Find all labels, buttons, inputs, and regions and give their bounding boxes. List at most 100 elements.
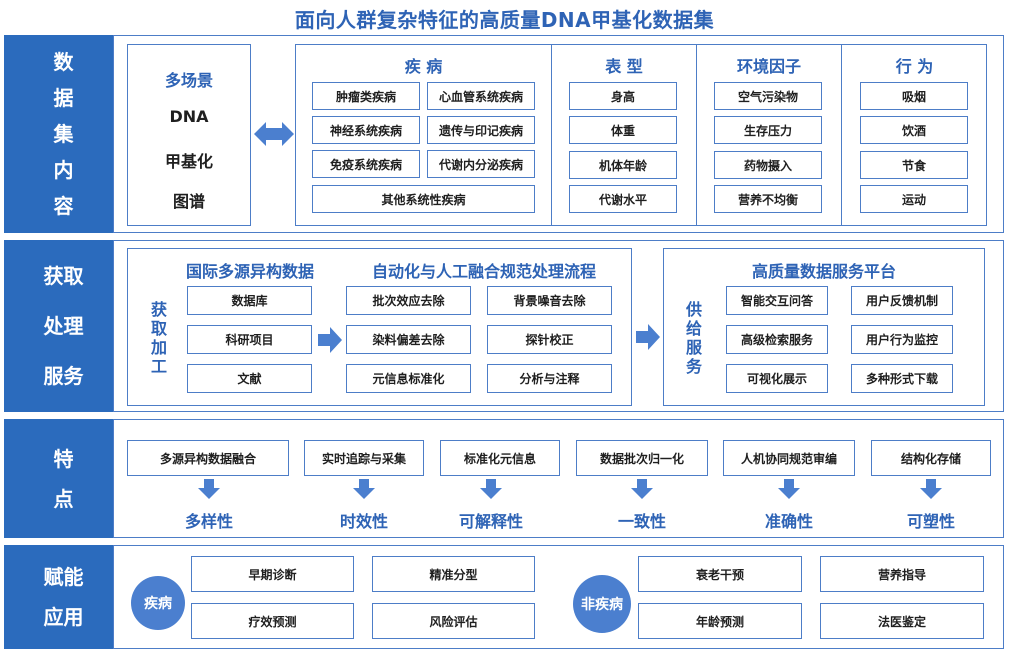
methylation-map-box: 多场景 DNA 甲基化 图谱 xyxy=(127,44,251,226)
platform-header: 高质量数据服务平台 xyxy=(751,262,896,281)
disease-header: 疾 病 xyxy=(404,57,443,76)
workflow-item: 批次效应去除 xyxy=(346,286,471,315)
double-arrow-icon xyxy=(254,122,294,146)
supply-label: 供 给 服 务 xyxy=(685,300,702,376)
feature-label: 准确性 xyxy=(764,512,813,531)
platform-item: 多种形式下载 xyxy=(851,364,953,393)
disease-item: 遗传与印记疾病 xyxy=(427,116,535,144)
feature-box: 实时追踪与采集 xyxy=(304,440,424,476)
phenotype-header: 表 型 xyxy=(605,57,643,76)
sidebar-application: 赋能 应用 xyxy=(4,545,123,649)
feature-label: 可塑性 xyxy=(906,512,955,531)
sidebar-word: 应用 xyxy=(43,605,84,629)
behavior-item: 饮酒 xyxy=(860,116,968,144)
down-arrow-icon xyxy=(920,479,942,499)
divider xyxy=(696,44,697,226)
disease-circle: 疾病 xyxy=(131,576,185,630)
page-title: 面向人群复杂特征的高质量DNA甲基化数据集 xyxy=(294,8,715,32)
application-item: 早期诊断 xyxy=(191,556,354,592)
divider xyxy=(841,44,842,226)
sidebar-char: 据 xyxy=(53,86,74,110)
behavior-item: 运动 xyxy=(860,185,968,213)
down-arrow-icon xyxy=(198,479,220,499)
feature-label: 多样性 xyxy=(184,512,233,531)
right-arrow-icon xyxy=(636,324,660,350)
behavior-item: 节食 xyxy=(860,151,968,179)
sidebar-processing: 获取 处理 服务 xyxy=(4,240,123,412)
behavior-item: 吸烟 xyxy=(860,82,968,110)
map-line2: DNA xyxy=(169,107,209,126)
sidebar-word: 处理 xyxy=(43,314,84,338)
sidebar-word: 获取 xyxy=(43,264,84,288)
map-line1: 多场景 xyxy=(164,71,213,90)
sidebar-char: 数 xyxy=(53,50,74,74)
source-item: 数据库 xyxy=(187,286,312,315)
down-arrow-icon xyxy=(778,479,800,499)
down-arrow-icon xyxy=(480,479,502,499)
behavior-header: 行 为 xyxy=(895,57,934,76)
disease-item: 心血管系统疾病 xyxy=(427,82,535,110)
platform-item: 可视化展示 xyxy=(726,364,828,393)
application-item: 法医鉴定 xyxy=(820,603,984,639)
feature-box: 多源异构数据融合 xyxy=(127,440,289,476)
platform-item: 智能交互问答 xyxy=(726,286,828,315)
right-arrow-icon xyxy=(318,327,342,353)
disease-item-other: 其他系统性疾病 xyxy=(312,185,535,213)
down-arrow-icon xyxy=(631,479,653,499)
phenotype-item: 身高 xyxy=(569,82,677,110)
source-item: 科研项目 xyxy=(187,325,312,354)
down-arrow-icon xyxy=(353,479,375,499)
features-frame xyxy=(113,419,1004,538)
application-item: 疗效预测 xyxy=(191,603,354,639)
workflow-item: 背景噪音去除 xyxy=(487,286,612,315)
sidebar-char: 集 xyxy=(53,122,74,146)
workflow-item: 染料偏差去除 xyxy=(346,325,471,354)
sidebar-char: 点 xyxy=(53,486,74,511)
feature-label: 可解释性 xyxy=(458,512,523,531)
application-item: 衰老干预 xyxy=(638,556,802,592)
sidebar-char: 特 xyxy=(53,446,74,471)
feature-box: 结构化存储 xyxy=(871,440,991,476)
sidebar-char: 容 xyxy=(53,194,74,218)
platform-item: 高级检索服务 xyxy=(726,325,828,354)
sidebar-word: 赋能 xyxy=(43,565,84,589)
feature-box: 标准化元信息 xyxy=(440,440,560,476)
workflow-item: 元信息标准化 xyxy=(346,364,471,393)
disease-item: 神经系统疾病 xyxy=(312,116,420,144)
platform-item: 用户行为监控 xyxy=(851,325,953,354)
phenotype-item: 代谢水平 xyxy=(569,185,677,213)
workflow-item: 分析与注释 xyxy=(487,364,612,393)
feature-box: 数据批次归一化 xyxy=(576,440,708,476)
environment-header: 环境因子 xyxy=(736,57,801,76)
workflow-header: 自动化与人工融合规范处理流程 xyxy=(371,262,596,281)
non-disease-circle: 非疾病 xyxy=(573,575,631,633)
environment-item: 空气污染物 xyxy=(714,82,822,110)
divider xyxy=(551,44,552,226)
application-item: 营养指导 xyxy=(820,556,984,592)
sources-header: 国际多源异构数据 xyxy=(185,262,314,281)
environment-item: 营养不均衡 xyxy=(714,185,822,213)
phenotype-item: 机体年龄 xyxy=(569,151,677,179)
disease-item: 肿瘤类疾病 xyxy=(312,82,420,110)
disease-item: 代谢内分泌疾病 xyxy=(427,150,535,178)
feature-label: 时效性 xyxy=(339,512,388,531)
workflow-item: 探针校正 xyxy=(487,325,612,354)
phenotype-item: 体重 xyxy=(569,116,677,144)
sidebar-content: 数 据 集 内 容 xyxy=(4,35,123,233)
platform-item: 用户反馈机制 xyxy=(851,286,953,315)
source-item: 文献 xyxy=(187,364,312,393)
application-item: 精准分型 xyxy=(372,556,535,592)
sidebar-word: 服务 xyxy=(43,364,84,388)
acquire-label: 获 取 加 工 xyxy=(150,300,167,376)
environment-item: 药物摄入 xyxy=(714,151,822,179)
disease-item: 免疫系统疾病 xyxy=(312,150,420,178)
feature-label: 一致性 xyxy=(617,512,666,531)
sidebar-char: 内 xyxy=(53,158,74,182)
application-item: 风险评估 xyxy=(372,603,535,639)
feature-box: 人机协同规范审编 xyxy=(723,440,855,476)
map-line3: 甲基化 xyxy=(164,152,213,171)
map-line4: 图谱 xyxy=(172,192,205,211)
environment-item: 生存压力 xyxy=(714,116,822,144)
sidebar-features: 特 点 xyxy=(4,419,123,538)
application-item: 年龄预测 xyxy=(638,603,802,639)
